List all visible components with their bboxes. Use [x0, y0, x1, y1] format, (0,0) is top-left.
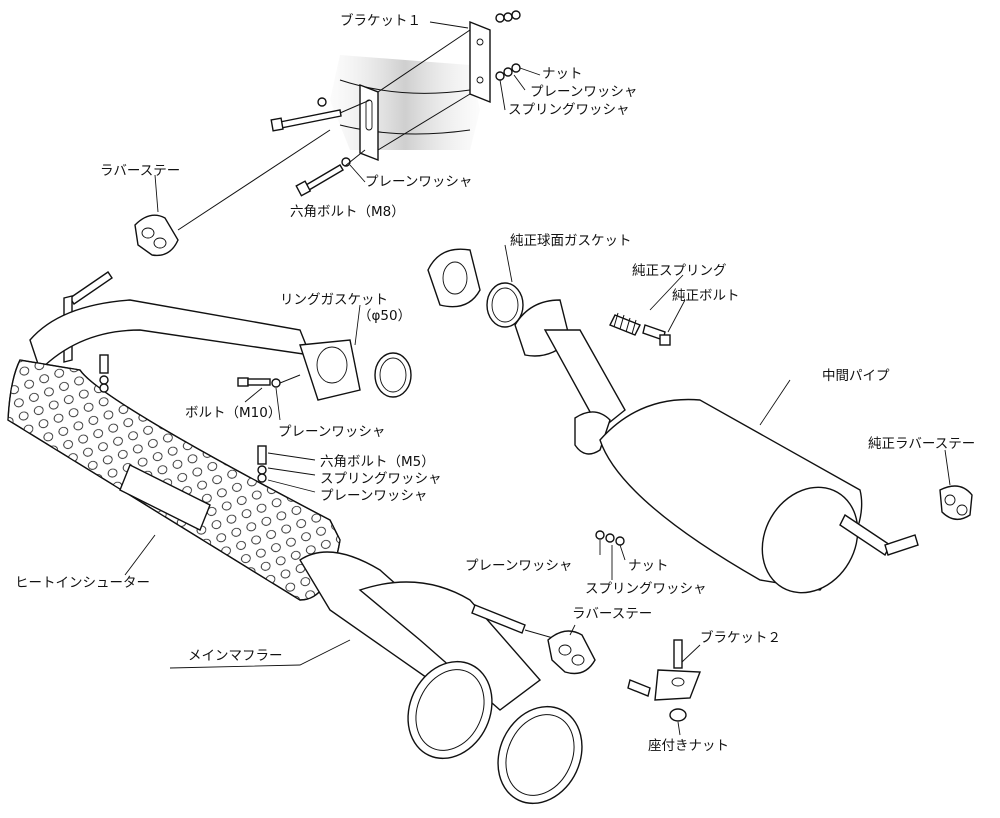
label-nut-top: ナット: [542, 66, 583, 82]
main-muffler-part: [299, 551, 583, 805]
label-bracket2: ブラケット２: [700, 629, 781, 646]
label-center-pipe: 中間パイプ: [822, 368, 890, 384]
bracket2-part: [654, 639, 702, 722]
label-plain-washer-top: プレーンワッシャ: [530, 84, 637, 100]
label-ring-gasket: リングガスケット: [280, 292, 388, 308]
label-spring-washer-m5: スプリングワッシャ: [320, 471, 442, 487]
label-bolt-m10: ボルト（M10）: [185, 405, 281, 421]
label-flange-nut: 座付きナット: [648, 738, 729, 754]
hanger-rod-top: [69, 271, 113, 305]
rubber-stay-low-part: [547, 630, 651, 697]
rubber-stay-top-part: [134, 129, 331, 257]
label-rubber-stay-top: ラバーステー: [100, 163, 180, 179]
oem-rubber-stay-part: [939, 485, 973, 520]
oem-spring-part: [609, 312, 671, 346]
leader-lines: [124, 21, 951, 736]
label-oem-spring: 純正スプリング: [632, 263, 727, 279]
body-shade: [330, 55, 480, 150]
label-hex-bolt-m5: 六角ボルト（M5）: [320, 454, 435, 470]
hanger-bar-low: [471, 604, 526, 634]
upper-bolts: [270, 97, 371, 197]
label-ring-gasket-size: （φ50）: [358, 308, 411, 324]
body-contour: [339, 79, 471, 135]
label-heat-insulator: ヒートインシューター: [15, 575, 150, 591]
labels: ブラケット１ ナット プレーンワッシャ スプリングワッシャ ラバーステー プレー…: [15, 12, 975, 754]
label-hex-bolt-m8: 六角ボルト（M8）: [290, 204, 405, 220]
label-plain-washer-m5: プレーンワッシャ: [320, 488, 427, 504]
label-bracket1: ブラケット１: [340, 12, 421, 29]
label-oem-spherical-gasket: 純正球面ガスケット: [510, 233, 632, 249]
label-plain-washer-mid: プレーンワッシャ: [365, 174, 472, 190]
bracket1-part: [359, 20, 491, 162]
label-spring-washer-top: スプリングワッシャ: [508, 102, 630, 118]
label-oem-bolt: 純正ボルト: [672, 288, 740, 304]
label-nut-low: ナット: [628, 558, 669, 574]
bolt-m10-part: [237, 374, 301, 388]
label-plain-washer-low: プレーンワッシャ: [465, 558, 572, 574]
ring-gasket-part: [299, 339, 412, 401]
label-oem-rubber-stay: 純正ラバーステー: [868, 436, 975, 452]
bolt-m5-part: [99, 354, 267, 483]
label-main-muffler: メインマフラー: [188, 648, 283, 664]
heat-insulator-part: [7, 359, 341, 601]
center-pipe-part: [514, 299, 919, 594]
top-fasteners: [495, 10, 521, 81]
label-plain-washer-bolt: プレーンワッシャ: [278, 424, 385, 440]
label-spring-washer-low: スプリングワッシャ: [585, 581, 707, 597]
label-rubber-stay-low: ラバーステー: [572, 606, 652, 622]
oem-gasket-part: [427, 248, 524, 328]
